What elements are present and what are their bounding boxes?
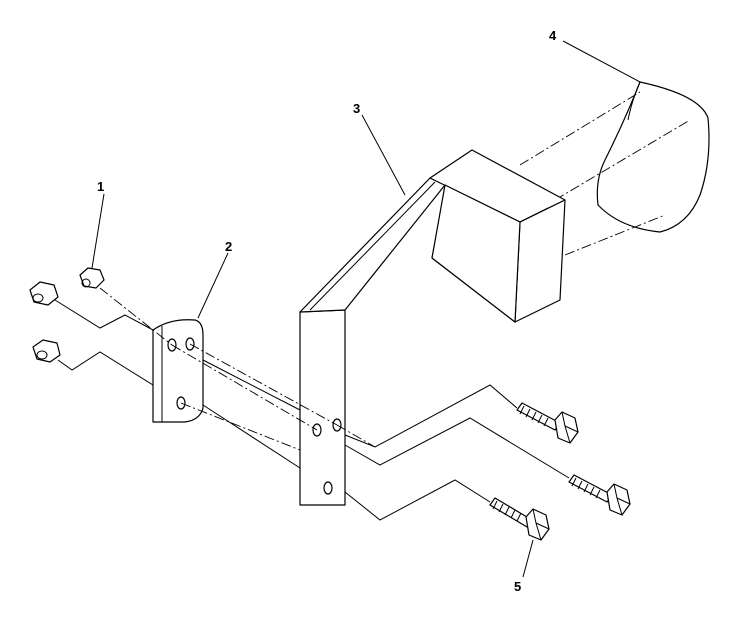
callout-5: 5 [514, 579, 521, 594]
bolt-upper [516, 402, 579, 444]
nut-upper-right [79, 267, 105, 289]
nut-upper-left [29, 281, 59, 306]
assembly-lines-right [336, 384, 570, 521]
leader-lines [91, 40, 641, 578]
part-3-arm-bracket [299, 149, 566, 506]
assembly-lines-left [54, 287, 338, 469]
part-1-nuts [29, 267, 105, 363]
callout-3: 3 [353, 101, 360, 116]
part-2-backing-plate [152, 319, 204, 423]
part-4-pad [596, 81, 710, 233]
part-5-bolts [489, 402, 631, 541]
bolt-middle [568, 474, 631, 516]
callout-2: 2 [225, 239, 232, 254]
alignment-lines-pad [519, 91, 691, 256]
callout-1: 1 [97, 179, 104, 194]
nut-lower-left [32, 339, 61, 363]
bolt-lower [489, 497, 550, 541]
callout-4: 4 [549, 28, 557, 43]
